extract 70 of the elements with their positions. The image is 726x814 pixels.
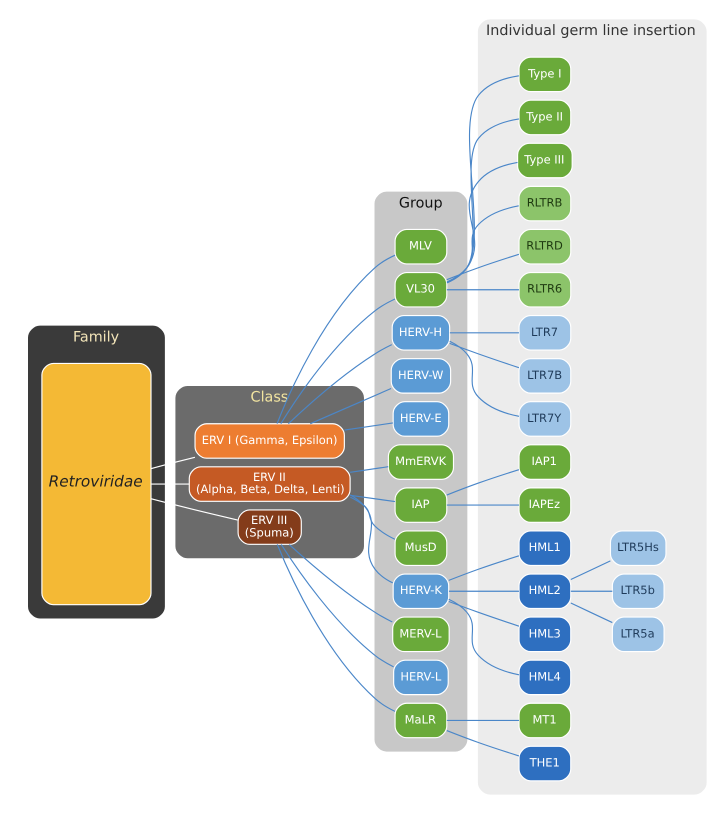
connector [446, 469, 519, 496]
node-box: IAP1 [518, 444, 571, 480]
node-box: MERV-L [392, 616, 450, 652]
connector [288, 544, 392, 623]
node-box: HERV-L [392, 660, 448, 696]
node-box: IAP [394, 487, 447, 523]
node-box: LTR5a [611, 616, 664, 652]
node-box: LTR5Hs [609, 530, 666, 566]
node-box: MaLR [394, 702, 447, 738]
node-box: HML4 [518, 660, 571, 696]
connector [446, 289, 518, 290]
node-box: Type I [518, 56, 571, 92]
connector [448, 342, 519, 368]
node-box: THE1 [518, 746, 571, 782]
node-box: Type III [516, 142, 572, 178]
connector [448, 598, 519, 676]
connector [150, 498, 238, 521]
node-box: HML1 [518, 530, 571, 566]
node-box: MmERVK [387, 444, 454, 480]
connector [446, 118, 519, 284]
connector [350, 494, 395, 502]
connector [446, 504, 518, 506]
connector [287, 344, 392, 424]
connector [446, 730, 519, 756]
node-box: ERV I (Gamma, Epsilon) [194, 423, 344, 459]
connector [446, 162, 518, 284]
node-box: MLV [394, 228, 447, 264]
node-box: ERV II (Alpha, Beta, Delta, Lenti) [188, 466, 350, 502]
node-box: LTR7 [518, 315, 571, 351]
connector [446, 720, 518, 722]
connector [276, 254, 395, 424]
connector [280, 544, 394, 668]
connector [570, 590, 612, 592]
connector [344, 422, 392, 431]
connector [570, 602, 612, 624]
connector [448, 340, 519, 417]
connector [350, 496, 395, 540]
connector [446, 254, 519, 280]
node-box: Type II [518, 100, 571, 136]
connector [570, 560, 610, 580]
node-box: RLTRB [518, 186, 571, 222]
connector [448, 555, 519, 581]
connector [310, 388, 391, 424]
connector [280, 298, 395, 424]
connector [150, 483, 189, 485]
node-box: HERV-H [391, 315, 450, 351]
node-box: HML3 [518, 616, 571, 652]
connector [448, 600, 519, 627]
node-box: HERV-W [390, 358, 451, 394]
node-box: ERV III (Spuma) [237, 509, 302, 545]
node-box: HERV-E [392, 401, 449, 437]
node-box: LTR7B [518, 358, 571, 394]
node-box: RLTR6 [518, 272, 571, 308]
connector [448, 590, 518, 592]
node-box: IAPEz [518, 487, 571, 523]
node-box: HML2 [518, 573, 571, 610]
node-box: MT1 [518, 702, 571, 738]
connector [276, 544, 395, 712]
connector [446, 75, 518, 284]
connector [150, 456, 195, 470]
connector [446, 205, 518, 283]
node-box: LTR7Y [518, 401, 571, 437]
connector [349, 494, 393, 584]
node-box: MusD [394, 530, 447, 566]
node-box: LTR5b [611, 573, 664, 610]
node-box: Retroviridae [40, 362, 152, 606]
node-box: HERV-K [392, 573, 449, 610]
node-box: VL30 [394, 272, 447, 308]
node-box: RLTRD [518, 228, 571, 264]
connector [449, 332, 518, 334]
